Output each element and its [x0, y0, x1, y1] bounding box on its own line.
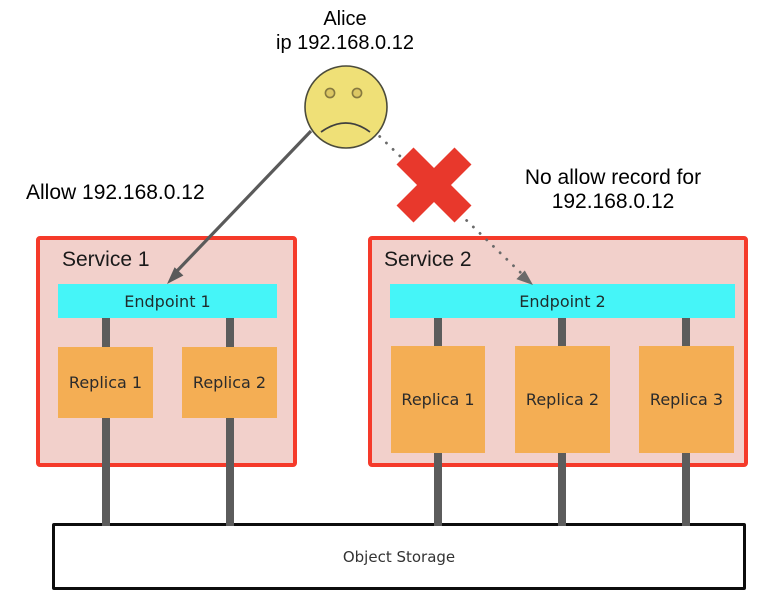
actor-ip: ip 192.168.0.12 [276, 32, 414, 54]
service-1-endpoint-bar: Endpoint 1 [58, 284, 277, 318]
actor-name: Alice [323, 8, 367, 30]
service-2-replica-1: Replica 1 [391, 346, 485, 453]
left-eye [324, 87, 336, 99]
object-storage-label: Object Storage [342, 547, 456, 566]
service-2-endpoint-bar: Endpoint 2 [390, 284, 735, 318]
service-2-replica-3: Replica 3 [639, 346, 734, 453]
service-1-replica-2: Replica 2 [182, 347, 277, 418]
deny-annotation-line2: 192.168.0.12 [551, 190, 675, 213]
right-eye [351, 87, 363, 99]
actor-label-block: Alice ip 192.168.0.12 [245, 7, 445, 55]
allow-annotation: Allow 192.168.0.12 [26, 181, 205, 204]
deny-annotation: No allow record for 192.168.0.12 [493, 166, 733, 214]
service-1-title: Service 1 [62, 248, 150, 271]
sad-face-icon [304, 65, 388, 149]
deny-annotation-line1: No allow record for [524, 166, 702, 189]
red-x-deny-icon [396, 147, 472, 223]
object-storage-box: Object Storage [52, 523, 746, 590]
service-2-replica-2: Replica 2 [515, 346, 610, 453]
service-2-title: Service 2 [384, 248, 472, 271]
service-1-replica-1: Replica 1 [58, 347, 153, 418]
frown-mouth [320, 122, 371, 133]
